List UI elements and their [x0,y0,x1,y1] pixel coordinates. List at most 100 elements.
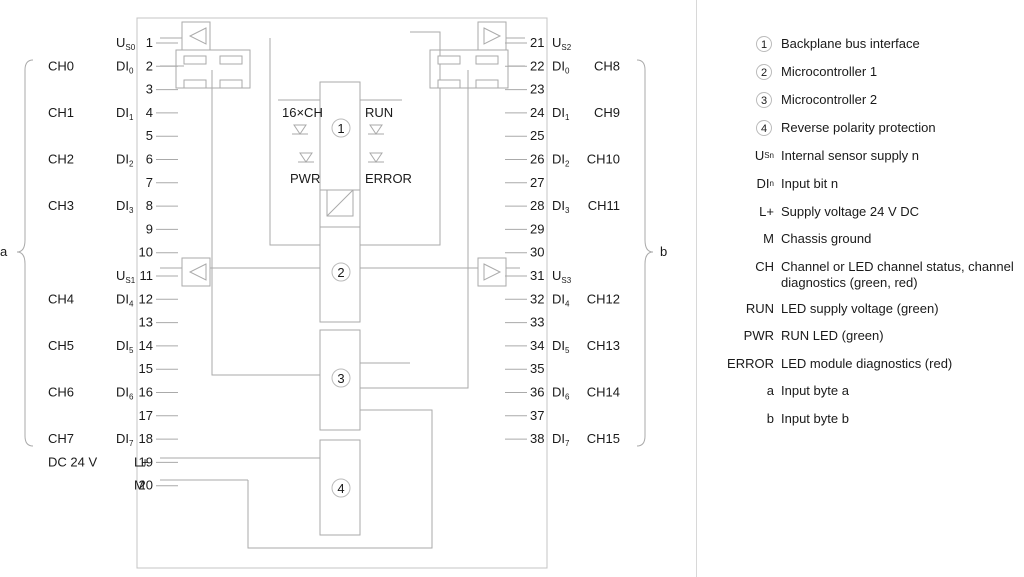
channel-label: CH14 [587,385,620,400]
terminal-37: 37 [505,408,544,423]
channel-label: CH5 [48,338,74,353]
terminal-9: 9 [146,221,178,236]
pin-signal-label: DI5 [116,338,134,355]
terminal-27: 27 [505,175,544,190]
pin-number: 3 [146,82,153,97]
wire-bus-2 [360,31,441,246]
pin-number: 12 [139,291,153,306]
pin-signal-label: US0 [116,35,136,52]
terminal-12: 12 DI4 CH4 [48,291,178,308]
led-error-icon [368,152,384,163]
pin-number: 33 [530,315,544,330]
legend-key: 3 [706,92,774,108]
pin-signal-label: M [134,478,145,493]
pin-signal-label: L+ [134,454,149,469]
led-pwr-icon [298,152,314,163]
legend-row: L+Supply voltage 24 V DC [706,204,1024,220]
channel-label: CH2 [48,152,74,167]
wire-supply [247,409,433,549]
channel-label: CH6 [48,385,74,400]
panel-divider [696,0,697,577]
pin-signal-label: US2 [552,35,572,52]
terminal-15: 15 [139,361,178,376]
pin-number: 28 [530,198,544,213]
led-run-label: RUN [365,105,393,120]
brace-right-label: b [660,244,667,259]
sensor-supply-us0-symbol [160,21,211,51]
block-diagram: 16×CH RUN PWR ERROR 1 2 3 4 a b 1US02DI0… [0,17,667,569]
pin-number: 17 [139,408,153,423]
pin-number: 36 [530,385,544,400]
input-network-left [160,49,251,89]
pin-signal-label: DI4 [552,291,570,308]
pin-number: 32 [530,291,544,306]
pin-signal-label: DI7 [552,431,570,448]
legend-key: 1 [706,36,774,52]
pin-number: 23 [530,82,544,97]
pin-number: 1 [146,35,153,50]
wire-left-inputs [211,70,320,376]
brace-left-label: a [0,244,8,259]
terminal-1: 1 US0 [116,35,178,52]
legend-key-circle: 2 [756,64,772,80]
pin-number: 18 [139,431,153,446]
legend-key-subscript: n [769,179,774,188]
terminal-29: 29 [505,221,544,236]
pin-number: 15 [139,361,153,376]
legend-key: L+ [706,204,774,220]
legend-description: LED module diagnostics (red) [781,356,953,371]
terminal-25: 25 [505,128,544,143]
pin-number: 38 [530,431,544,446]
pin-number: 2 [146,58,153,73]
pin-signal-label: DI2 [552,152,570,169]
sensor-supply-us2-symbol [477,21,525,51]
module-housing [136,17,548,569]
block-1-marker: 1 [331,118,351,138]
legend-key-text: DI [756,176,770,191]
block-3-marker: 3 [331,368,351,388]
pin-signal-label: DI4 [116,291,134,308]
pin-signal-label: DI5 [552,338,570,355]
terminal-19: 19L+DC 24 V [48,454,178,469]
pin-number: 37 [530,408,544,423]
legend-key-circle: 3 [756,92,772,108]
led-ch-icon [292,124,308,135]
terminal-30: 30 [505,245,544,260]
legend-description: Chassis ground [781,231,872,246]
wire-right-inputs [360,70,469,389]
legend-description: Input byte a [781,383,849,398]
channel-label: CH12 [587,291,620,306]
terminal-3: 3 [146,82,178,97]
legend-description: Input bit n [781,176,839,191]
wire-bus-1 [269,38,320,246]
led-ch-label: 16×CH [282,105,323,120]
legend-key: CH [706,259,774,275]
legend-key: PWR [706,328,774,344]
pin-signal-label: US3 [552,268,572,285]
channel-label: CH10 [587,152,620,167]
channel-label: CH4 [48,291,74,306]
pin-number: 22 [530,58,544,73]
svg-text:4: 4 [337,481,344,496]
pin-number: 5 [146,128,153,143]
channel-label: CH7 [48,431,74,446]
legend-key: b [706,411,774,427]
pin-signal-label: DI3 [552,198,570,215]
pin-number: 21 [530,35,544,50]
